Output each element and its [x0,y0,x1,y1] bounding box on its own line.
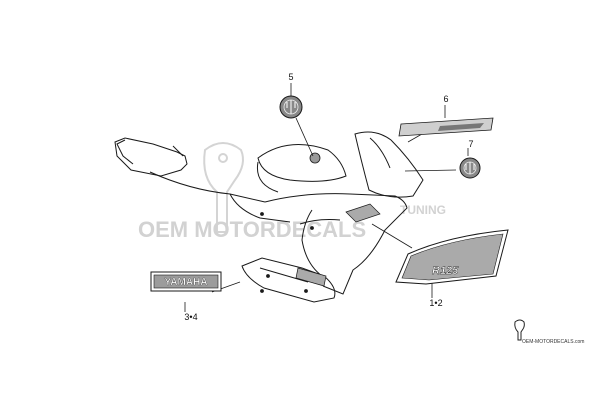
callout-5: 5 [288,72,293,82]
watermark-side-text: TUNING [400,203,446,217]
model-graphic-text: R125 [432,265,459,277]
side-panel-decal-1-2: R125 [395,229,509,285]
tuning-fork-emblem-7 [459,157,481,179]
watermark-main-text: OEM MOTORDECALS [138,217,366,242]
footer-site-text: OEM-MOTORDECALS.com [522,339,584,345]
callout-7: 7 [468,139,473,149]
callout-6: 6 [443,94,448,104]
watermark-eagle-logo [203,142,244,233]
callout-3-4: 3•4 [184,312,197,322]
callout-1-2: 1•2 [429,298,442,308]
yamaha-brand-decal-3-4: YAMAHA [150,271,222,292]
motorcycle-body-outline [114,131,424,303]
windscreen-decal-6 [398,117,494,137]
tank-emblem-on-bike [309,152,321,164]
footer-eagle-logo [514,319,525,341]
tuning-fork-emblem-5 [279,95,303,119]
yamaha-decal-text: YAMAHA [165,277,208,288]
side-fairing-decal-on-bike [345,203,381,223]
lower-cowl-decal-on-bike [295,267,327,287]
